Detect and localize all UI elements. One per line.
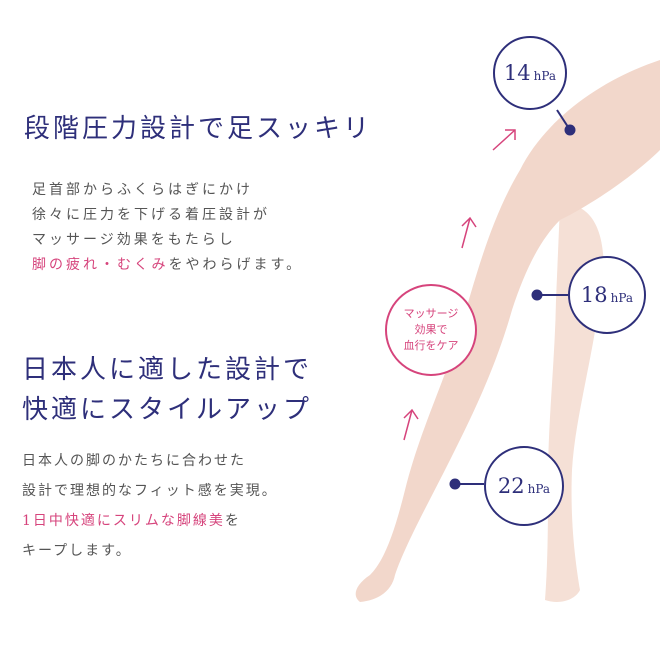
dot-18 [531,289,543,301]
massage-line-1: マッサージ [403,307,459,320]
pressure-unit: hPa [610,290,634,305]
massage-line-2: 効果で [414,323,448,336]
section2-line-4: キープします。 [22,543,132,559]
section2-heading-line-1: 日本人に適した設計で [22,355,313,385]
arrow-up-icon-1 [492,129,516,151]
arrow-up-icon-3 [403,408,419,441]
section2-heading-line-2: 快適にスタイルアップ [22,395,313,425]
section1-line-1: 足首部からふくらはぎにかけ [32,182,253,198]
section2-accent-rest: を [224,513,241,529]
dot-22 [449,478,461,490]
pressure-badge-22: 22 hPa [484,446,564,526]
section2-heading: 日本人に適した設計で 快適にスタイルアップ [22,350,312,430]
pressure-badge-18: 18 hPa [568,256,646,334]
massage-effect-badge: マッサージ 効果で 血行をケア [385,284,477,376]
section1-heading: 段階圧力設計で足スッキリ [24,114,373,144]
arrow-icons [403,129,516,441]
section1-line-2: 徐々に圧力を下げる着圧設計が [32,207,270,223]
section2-line-1: 日本人の脚のかたちに合わせた [22,453,246,469]
pressure-value: 22 [497,474,525,498]
section1-line-3: マッサージ効果をもたらし [32,232,236,248]
front-leg [355,60,660,602]
dot-14 [564,124,576,136]
pressure-unit: hPa [527,481,551,496]
section1-accent: 脚の疲れ・むくみ [32,257,169,273]
section2-line-3: 1日中快適にスリムな脚線美を [22,506,278,536]
section2-line-2: 設計で理想的なフィット感を実現。 [22,483,278,499]
arrow-up-icon-2 [461,216,477,249]
section2-text: 日本人の脚のかたちに合わせた 設計で理想的なフィット感を実現。 1日中快適にスリ… [22,446,278,566]
section2-accent: 1日中快適にスリムな脚線美 [22,513,225,529]
pressure-value: 18 [580,283,608,307]
pressure-unit: hPa [533,68,557,83]
section1-text: 足首部からふくらはぎにかけ 徐々に圧力を下げる着圧設計が マッサージ効果をもたら… [32,178,303,278]
pressure-value: 14 [503,61,531,85]
pressure-badge-14: 14 hPa [493,36,567,110]
massage-line-3: 血行をケア [403,339,459,352]
section1-line-4: 脚の疲れ・むくみをやわらげます。 [32,253,303,278]
section1-rest: をやわらげます。 [168,257,304,273]
